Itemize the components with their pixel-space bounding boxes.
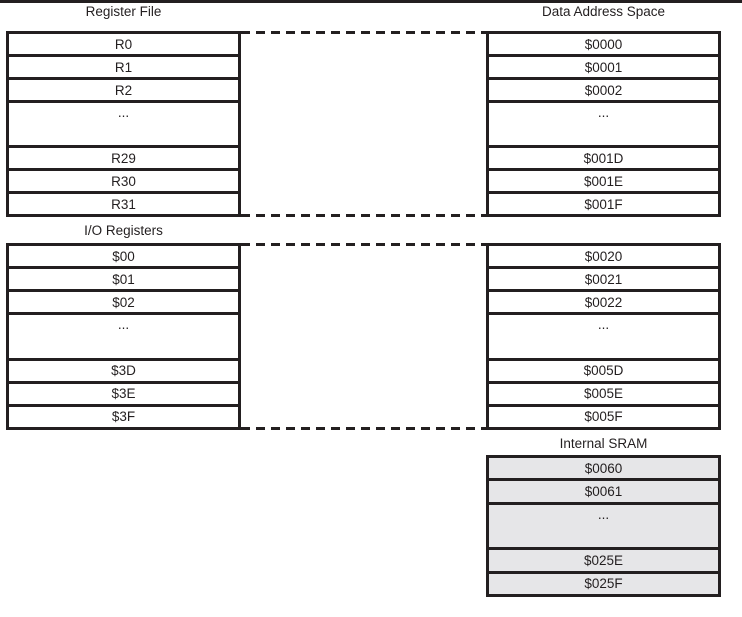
dashed-connector-io-bottom [241, 427, 486, 430]
memory-cell: $02 [9, 289, 238, 313]
memory-cell: $0020 [489, 246, 718, 267]
data-address-space-title: Data Address Space [541, 4, 666, 19]
memory-cell: $001F [489, 191, 718, 214]
data-space-io-box: $0020$0021$0022...$005D$005E$005F [486, 243, 721, 430]
memory-cell: $3D [9, 357, 238, 381]
memory-cell: R31 [9, 191, 238, 214]
dashed-connector-register-bottom [241, 214, 486, 217]
memory-cell: $025F [489, 570, 718, 594]
memory-cell: $005F [489, 403, 718, 427]
memory-cell: $001E [489, 168, 718, 191]
memory-cell: $0002 [489, 77, 718, 100]
memory-cell: $025E [489, 547, 718, 571]
memory-cell: R0 [9, 34, 238, 54]
memory-cell: $00 [9, 246, 238, 267]
io-registers-box: $00$01$02...$3D$3E$3F [6, 243, 241, 430]
memory-cell: ... [489, 501, 718, 548]
memory-cell: $0001 [489, 54, 718, 77]
memory-cell: R29 [9, 145, 238, 168]
top-rule-divider [0, 0, 742, 3]
memory-cell: $0021 [489, 266, 718, 290]
memory-cell: ... [489, 312, 718, 358]
memory-cell: R1 [9, 54, 238, 77]
memory-cell: $0000 [489, 34, 718, 54]
memory-cell: $3E [9, 380, 238, 404]
internal-sram-box: $0060$0061...$025E$025F [486, 455, 721, 597]
memory-cell: $3F [9, 403, 238, 427]
memory-cell: $0022 [489, 289, 718, 313]
memory-cell: $005D [489, 357, 718, 381]
memory-cell: $001D [489, 145, 718, 168]
internal-sram-title: Internal SRAM [559, 436, 648, 451]
register-file-title: Register File [85, 4, 162, 19]
memory-cell: $0061 [489, 478, 718, 502]
memory-cell: $005E [489, 380, 718, 404]
io-registers-title: I/O Registers [84, 223, 163, 238]
dashed-connector-io-top [241, 243, 486, 246]
memory-cell: ... [9, 312, 238, 358]
data-space-register-box: $0000$0001$0002...$001D$001E$001F [486, 31, 721, 217]
memory-cell: R2 [9, 77, 238, 100]
memory-cell: R30 [9, 168, 238, 191]
memory-cell: ... [9, 100, 238, 145]
memory-cell: $01 [9, 266, 238, 290]
dashed-connector-register-top [241, 31, 486, 34]
memory-cell: $0060 [489, 458, 718, 479]
memory-cell: ... [489, 100, 718, 145]
